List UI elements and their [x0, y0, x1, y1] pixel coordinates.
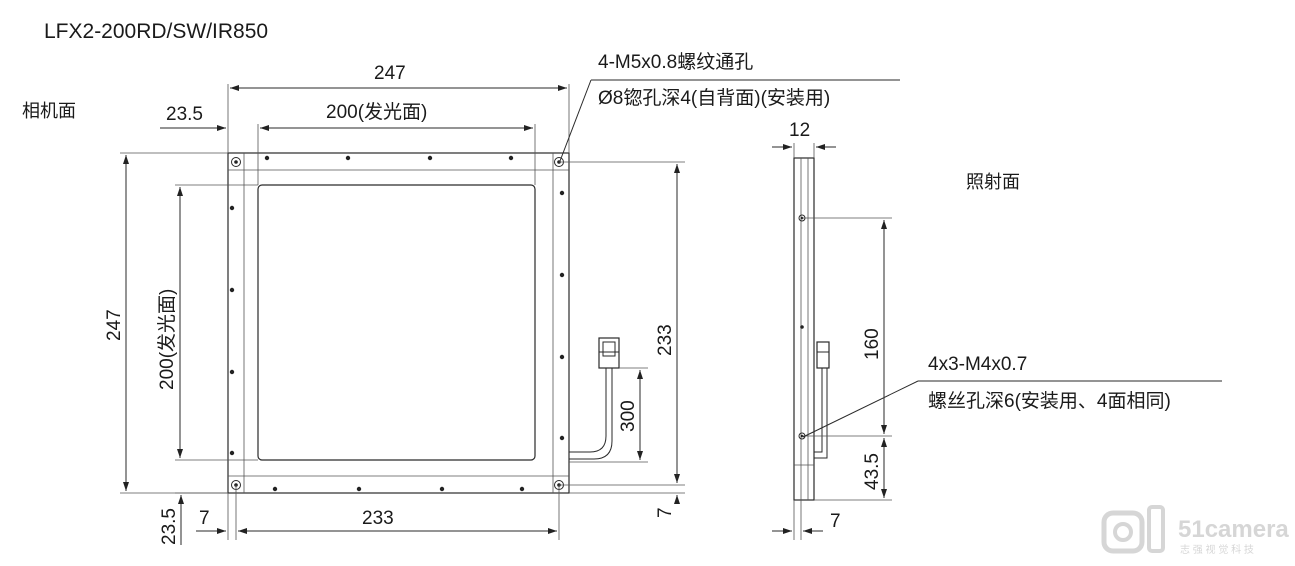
dim-emitting-height: 200(发光面)	[156, 289, 178, 390]
side-dimensions: 12 160 43.5 7	[772, 120, 892, 540]
front-view	[227, 152, 620, 494]
dim-side-bottom-offset: 43.5	[862, 453, 883, 490]
dim-bottom-offset: 23.5	[159, 508, 180, 545]
dim-overall-width: 247	[374, 63, 406, 84]
watermark-brand: 51camera	[1178, 516, 1289, 543]
watermark-tagline: 志 强 视 觉 科 技	[1180, 543, 1254, 556]
dim-right-margin: 7	[655, 507, 676, 518]
dim-hole-pitch-horizontal: 233	[362, 508, 394, 529]
cable-connector	[569, 337, 620, 460]
model-title: LFX2-200RD/SW/IR850	[44, 20, 268, 43]
through-hole-note-line2: Ø8锪孔深4(自背面)(安装用)	[598, 87, 830, 109]
side-hole-note-line1: 4x3-M4x0.7	[928, 354, 1027, 375]
camera-side-label: 相机面	[22, 101, 76, 121]
dim-side-hole-pitch: 160	[862, 328, 883, 360]
watermark-logo: 51camera 志 强 视 觉 科 技	[1101, 505, 1289, 556]
dim-hole-pitch-vertical: 233	[655, 324, 676, 356]
through-hole-leader	[559, 79, 900, 162]
side-hole-leader	[802, 380, 1222, 438]
front-outer-body	[227, 152, 570, 494]
dim-side-bottom-margin: 7	[830, 511, 841, 532]
side-view	[793, 157, 830, 501]
dim-emitting-width: 200(发光面)	[326, 101, 427, 123]
through-hole-note-line1: 4-M5x0.8螺纹通孔	[598, 51, 753, 73]
irradiation-side-label: 照射面	[966, 172, 1020, 192]
dim-left-offset: 23.5	[166, 104, 203, 125]
front-dimensions: 247 200(发光面) 23.5 247 200(发光面) 233 300	[104, 63, 685, 545]
side-body	[793, 157, 815, 501]
dim-thickness: 12	[789, 120, 810, 141]
side-hole-note-line2: 螺丝孔深6(安装用、4面相同)	[928, 390, 1171, 412]
dim-cable-length: 300	[618, 400, 639, 432]
dim-left-margin: 7	[199, 508, 210, 529]
dim-overall-height: 247	[104, 309, 125, 341]
edge-screws	[229, 155, 565, 492]
emitting-area	[257, 184, 536, 461]
